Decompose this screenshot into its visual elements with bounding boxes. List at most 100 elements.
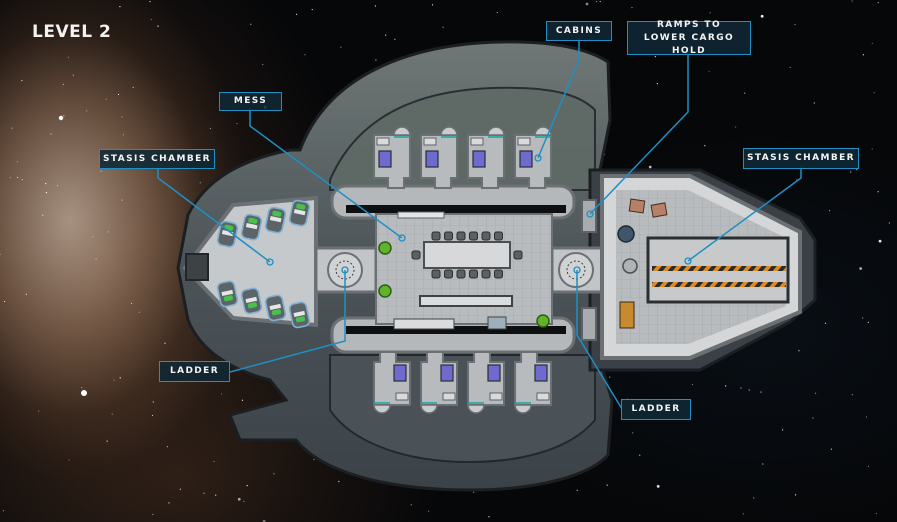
- star: [203, 492, 205, 494]
- callout-leaders: [157, 39, 802, 410]
- star: [45, 183, 47, 185]
- star: [262, 63, 264, 66]
- console-icon: [185, 253, 209, 281]
- leader-ladder-left: [229, 270, 346, 373]
- leader-stasis-left: [157, 167, 271, 263]
- plant-icon: [378, 284, 392, 298]
- star: [58, 115, 64, 121]
- star: [16, 176, 19, 179]
- star: [42, 214, 44, 216]
- star: [656, 484, 660, 488]
- stasis-pod: [240, 213, 263, 241]
- star: [794, 494, 797, 496]
- chair: [494, 231, 503, 241]
- stasis-pod: [216, 280, 239, 308]
- star: [639, 454, 641, 456]
- star: [871, 148, 873, 150]
- bed-icon: [472, 150, 486, 168]
- chair: [513, 250, 523, 260]
- star: [798, 350, 800, 352]
- star: [762, 463, 764, 465]
- star: [152, 513, 154, 516]
- leader-ramps: [589, 47, 689, 215]
- star: [241, 399, 244, 401]
- star: [340, 46, 342, 48]
- star: [875, 512, 878, 515]
- star: [273, 473, 275, 475]
- star: [691, 383, 694, 386]
- star: [385, 34, 387, 36]
- star: [149, 0, 151, 3]
- stasis-pod: [264, 294, 287, 322]
- star: [243, 500, 245, 503]
- leader-ladder-right: [576, 270, 623, 410]
- star: [45, 192, 48, 194]
- star: [856, 169, 858, 171]
- star: [794, 24, 796, 26]
- cabin-upper: [514, 126, 552, 189]
- star: [138, 311, 140, 313]
- star: [150, 18, 152, 21]
- star: [262, 519, 266, 522]
- plant-icon: [536, 314, 550, 328]
- callout-ladder-left: LADDER: [159, 361, 230, 382]
- star: [496, 11, 499, 14]
- star: [632, 432, 634, 434]
- star: [100, 170, 102, 172]
- callout-label: MESS: [233, 96, 268, 106]
- star: [213, 460, 215, 463]
- cabin-upper: [373, 126, 411, 189]
- star: [215, 494, 217, 496]
- star: [168, 502, 170, 504]
- stasis-pod: [288, 199, 311, 227]
- star: [2, 510, 4, 512]
- star: [81, 390, 87, 396]
- star: [56, 185, 59, 187]
- cabin-lower: [373, 351, 411, 414]
- star: [81, 387, 83, 389]
- star: [865, 416, 868, 418]
- chair: [431, 269, 441, 279]
- star: [166, 446, 168, 448]
- callout-label: CABINS: [555, 25, 603, 36]
- star: [157, 25, 159, 27]
- star: [113, 379, 115, 381]
- star: [11, 127, 13, 129]
- callout-ramps-to-lower-cargo-hold: RAMPS TO LOWER CARGO HOLD: [627, 19, 751, 56]
- star: [199, 182, 201, 184]
- callout-label: RAMPS TO LOWER CARGO HOLD: [643, 19, 735, 56]
- star: [873, 92, 875, 94]
- star: [95, 258, 97, 260]
- star: [394, 38, 396, 40]
- star: [130, 302, 133, 305]
- star: [781, 429, 784, 431]
- star: [410, 504, 412, 506]
- star: [753, 497, 755, 499]
- star: [442, 26, 444, 28]
- chair: [494, 269, 503, 279]
- star: [428, 510, 430, 512]
- star: [760, 391, 762, 393]
- star: [609, 376, 611, 378]
- chair: [444, 231, 453, 241]
- star: [760, 14, 764, 18]
- star: [106, 440, 108, 442]
- star: [850, 171, 852, 173]
- cabin-lower: [467, 351, 505, 414]
- star: [599, 0, 601, 3]
- star: [742, 513, 744, 515]
- star: [119, 6, 121, 8]
- star: [0, 253, 1, 255]
- star: [111, 413, 113, 415]
- star: [812, 417, 814, 419]
- star: [851, 394, 853, 396]
- star: [237, 497, 241, 501]
- star: [72, 74, 74, 76]
- star: [859, 267, 863, 270]
- mess-hall: [375, 211, 553, 330]
- chair: [481, 269, 491, 279]
- star: [38, 410, 40, 412]
- mess-table: [423, 241, 511, 269]
- star: [63, 115, 65, 117]
